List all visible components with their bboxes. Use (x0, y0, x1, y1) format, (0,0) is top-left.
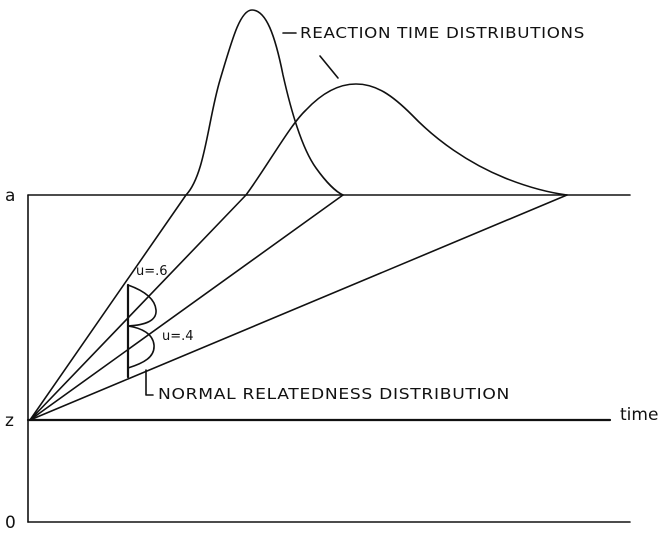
rt-distribution-fast (185, 9, 344, 196)
drift-path-2 (29, 194, 247, 421)
rt-distributions-label: REACTION TIME DISTRIBUTIONS (300, 24, 585, 42)
drift-path-1 (29, 194, 187, 421)
rt-label-leader (282, 32, 339, 79)
rt-distribution-slow (245, 83, 568, 196)
drift-low-label: u=.4 (162, 329, 194, 344)
drift-high-label: u=.6 (136, 264, 168, 279)
start-z-label: z (5, 411, 14, 431)
relatedness-label-leader (145, 369, 154, 396)
time-axis-label: time (620, 405, 658, 425)
drift-path-4 (29, 194, 568, 421)
relatedness-distribution-label: NORMAL RELATEDNESS DISTRIBUTION (158, 385, 510, 403)
relatedness-hump-lower (127, 325, 155, 369)
relatedness-hump-upper (127, 284, 157, 327)
boundary-a-label: a (5, 186, 15, 206)
origin-0-label: 0 (5, 513, 16, 533)
drift-path-3 (29, 194, 344, 421)
